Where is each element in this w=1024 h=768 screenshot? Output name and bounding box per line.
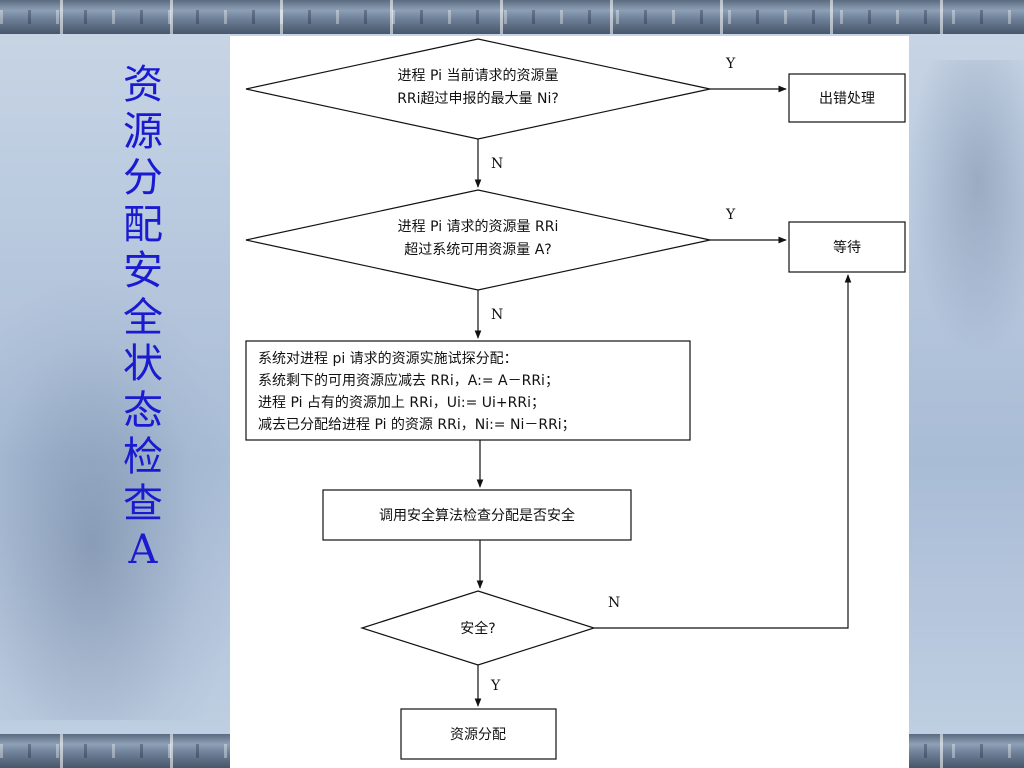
label-no-2: N (491, 307, 503, 323)
resource-allocation-label: 资源分配 (450, 727, 506, 743)
arrow-no-to-wait (594, 274, 852, 629)
label-no-1: N (491, 156, 503, 172)
decision-diamond-2 (245, 189, 711, 291)
title-char: 全 (123, 294, 163, 341)
decision-2-line-2: 超过系统可用资源量 A? (404, 242, 551, 258)
trial-allocation-line-1: 系统对进程 pi 请求的资源实施试探分配： (258, 351, 518, 367)
trial-allocation-line-2: 系统剩下的可用资源应减去 RRi，A:= A－RRi； (258, 372, 559, 389)
title-char: 源 (123, 108, 163, 155)
slide-title-vertical: 资 源 分 配 安 全 状 态 检 查 A (118, 62, 168, 574)
wait-box (788, 221, 906, 273)
safety-check-label: 调用安全算法检查分配是否安全 (379, 507, 575, 524)
decision-1-line-2: RRi超过申报的最大量 Ni? (397, 91, 559, 107)
decision-diamond-1 (245, 38, 711, 140)
title-char: 配 (123, 201, 163, 248)
label-no-safe: N (608, 595, 620, 611)
safety-check-box (322, 489, 632, 541)
title-char: 安 (123, 248, 163, 294)
label-yes-1: Y (725, 56, 736, 72)
label-yes-2: Y (725, 207, 736, 223)
decision-safe-label: 安全? (460, 620, 495, 637)
title-char: 态 (123, 387, 163, 434)
trial-allocation-line-3: 进程 Pi 占有的资源加上 RRi，Ui:= Ui+RRi； (258, 395, 545, 411)
trial-allocation-line-4: 减去已分配给进程 Pi 的资源 RRi，Ni:= Ni－RRi； (258, 417, 576, 433)
title-char: 资 (123, 62, 163, 108)
error-handling-label: 出错处理 (819, 91, 875, 107)
trial-allocation-box (245, 340, 691, 441)
background-decoration-right (909, 60, 1024, 360)
title-char: 查 (123, 480, 163, 527)
error-handling-box (788, 73, 906, 123)
wait-label: 等待 (833, 239, 861, 256)
title-char: 状 (123, 341, 163, 387)
title-char: 分 (123, 155, 163, 201)
label-yes-safe: Y (490, 678, 501, 694)
resource-allocation-box (400, 708, 557, 760)
title-char: A (128, 527, 158, 573)
background-decoration-left (0, 280, 230, 720)
decision-2-line-1: 进程 Pi 请求的资源量 RRi (398, 219, 559, 235)
decision-1-line-1: 进程 Pi 当前请求的资源量 (398, 67, 559, 84)
title-char: 检 (123, 434, 163, 480)
top-decorative-band (0, 0, 1024, 34)
